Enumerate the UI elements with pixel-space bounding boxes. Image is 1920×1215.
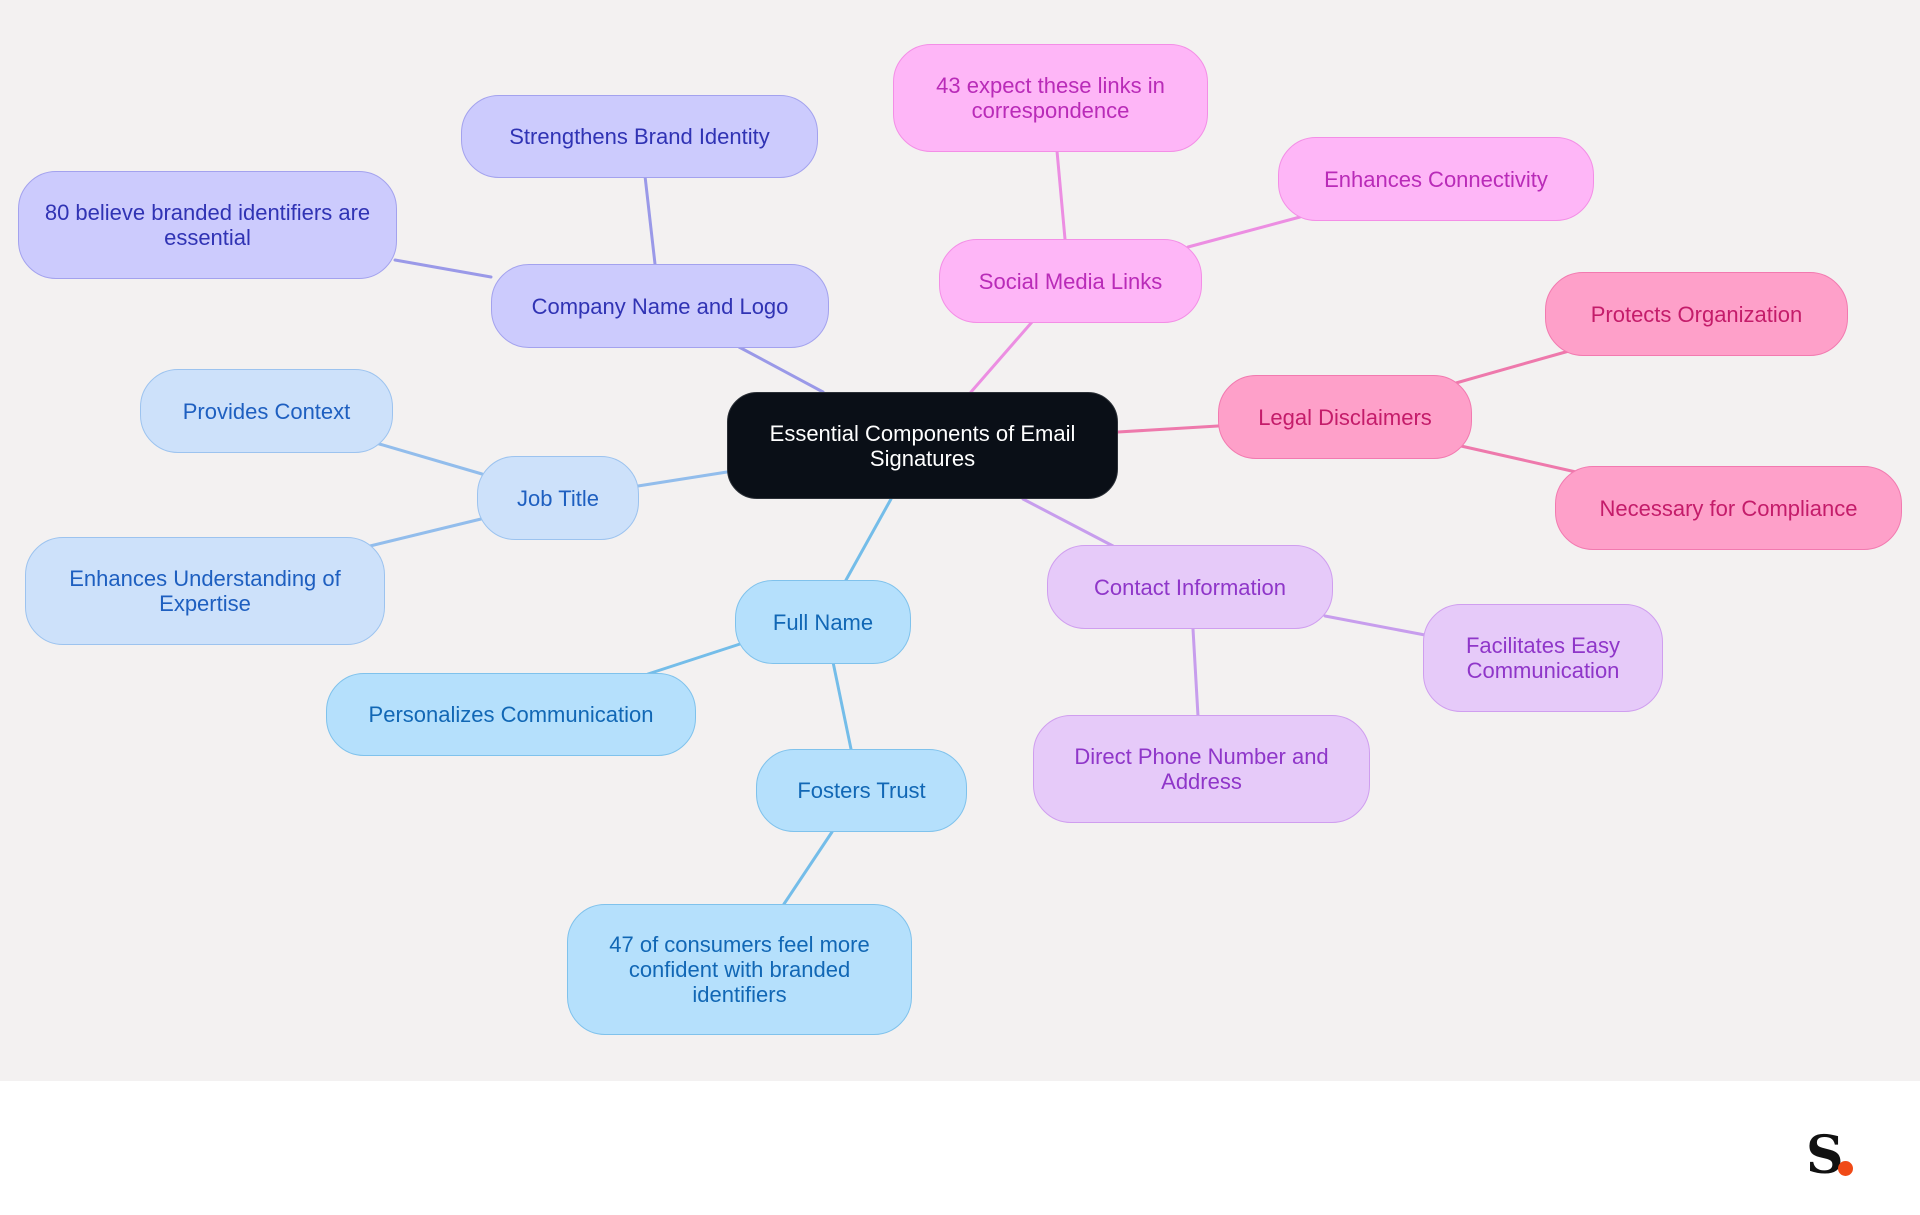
node-job-title: Job Title	[477, 456, 639, 540]
edge-fosters-confident	[782, 830, 834, 906]
edge-root-company	[737, 345, 825, 394]
node-contact-information: Contact Information	[1047, 545, 1333, 629]
node-legal-disclaimers: Legal Disclaimers	[1218, 375, 1472, 459]
node-expect-links-in-correspondence: 43 expect these links in correspondence	[893, 44, 1208, 152]
edge-legal-compliance	[1459, 444, 1578, 474]
node-personalizes-communication: Personalizes Communication	[326, 673, 696, 756]
edge-root-fullname	[844, 497, 893, 582]
node-consumers-feel-more-confident: 47 of consumers feel more confident with…	[567, 904, 912, 1035]
edge-social-expect-links	[1055, 149, 1067, 241]
node-necessary-for-compliance: Necessary for Compliance	[1555, 466, 1902, 550]
mindmap-edges	[368, 149, 1578, 906]
node-enhances-understanding-of-expertise: Enhances Understanding of Expertise	[25, 537, 385, 645]
root-node: Essential Components of Email Signatures	[727, 392, 1118, 499]
edge-social-connectivity	[1186, 215, 1302, 249]
edge-fullname-fosters	[831, 660, 853, 751]
brand-logo: S	[1806, 1128, 1856, 1184]
node-protects-organization: Protects Organization	[1545, 272, 1848, 356]
edge-contact-direct-phone	[1191, 627, 1200, 718]
edge-contact-facilitates	[1323, 614, 1427, 637]
edge-root-legal	[1116, 424, 1220, 434]
node-full-name: Full Name	[735, 580, 911, 664]
edge-root-social	[969, 320, 1034, 394]
node-social-media-links: Social Media Links	[939, 239, 1202, 323]
brand-logo-letter: S	[1806, 1125, 1844, 1186]
edge-company-branded-identifiers	[393, 258, 493, 279]
edge-job-provides-context	[374, 441, 484, 476]
edge-job-expertise	[368, 517, 483, 548]
edge-legal-protects	[1454, 349, 1571, 385]
node-strengthens-brand-identity: Strengthens Brand Identity	[461, 95, 818, 178]
edge-company-brand-identity	[643, 174, 657, 266]
edge-root-contact	[1021, 497, 1115, 548]
node-fosters-trust: Fosters Trust	[756, 749, 967, 832]
node-facilitates-easy-communication: Facilitates Easy Communication	[1423, 604, 1663, 712]
brand-logo-dot	[1838, 1161, 1853, 1176]
node-branded-identifiers-essential: 80 believe branded identifiers are essen…	[18, 171, 397, 279]
node-enhances-connectivity: Enhances Connectivity	[1278, 137, 1594, 221]
mindmap-canvas: Essential Components of Email Signatures…	[0, 0, 1920, 1081]
node-company-name-and-logo: Company Name and Logo	[491, 264, 829, 348]
edge-root-job	[636, 470, 729, 488]
edge-fullname-personalizes	[646, 642, 742, 676]
footer	[0, 1081, 1920, 1215]
node-provides-context: Provides Context	[140, 369, 393, 453]
node-direct-phone-and-address: Direct Phone Number and Address	[1033, 715, 1370, 823]
root-label: Essential Components of Email Signatures	[769, 420, 1076, 471]
